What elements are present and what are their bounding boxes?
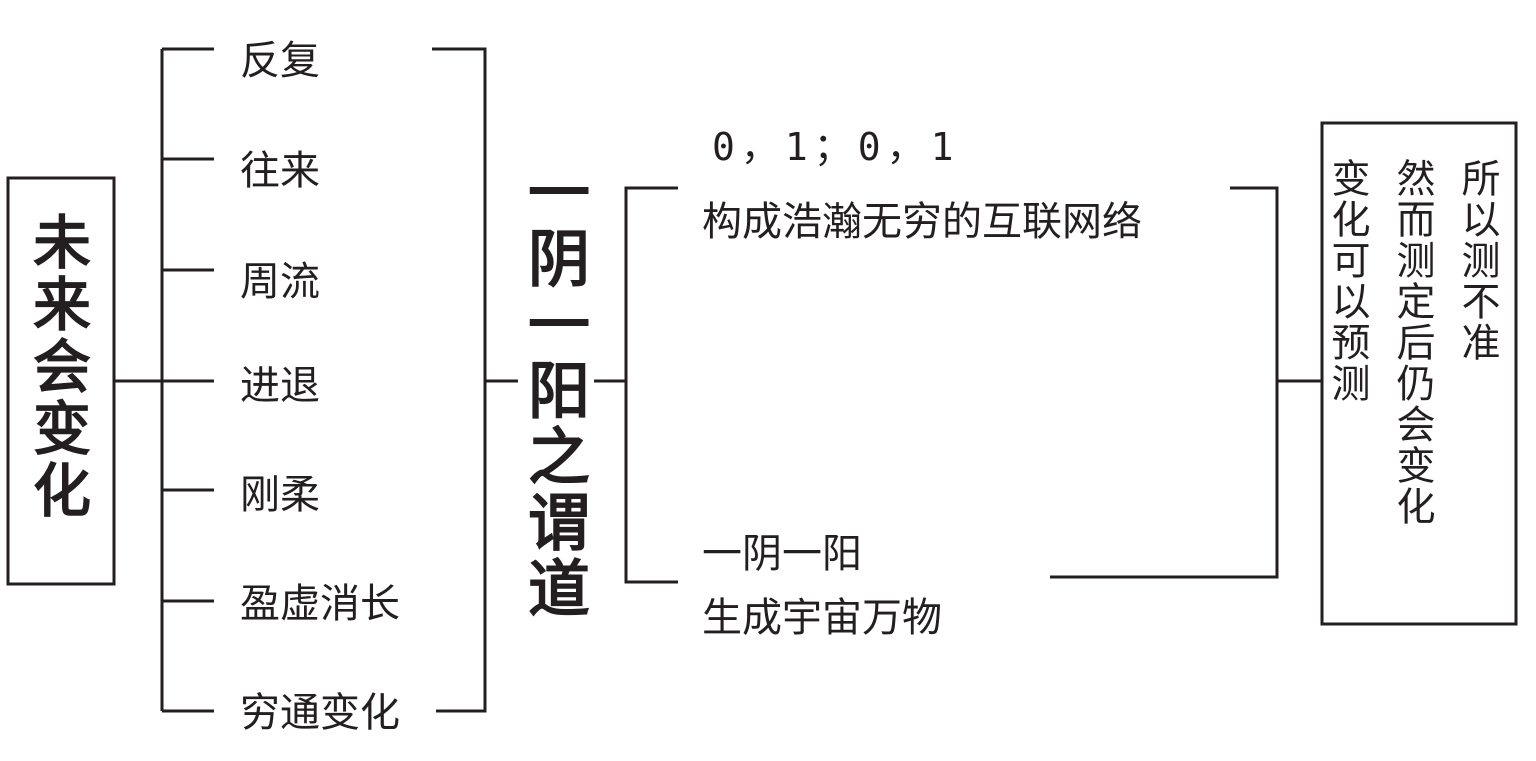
item-fanfu: 反复 — [240, 38, 320, 84]
items-right-bracket — [432, 47, 487, 713]
right-box-column-3: 变化可以预测 — [1325, 158, 1370, 404]
branch-right-bracket — [1050, 186, 1279, 579]
item-gangrou: 刚柔 — [240, 472, 320, 518]
item-zhouliu: 周流 — [240, 259, 320, 305]
item-yingxu-xiaozhang: 盈虚消长 — [240, 581, 400, 627]
network-label: 构成浩瀚无穷的互联网络 — [702, 199, 1142, 245]
item-qiongtong-bianhua: 穷通变化 — [240, 690, 400, 736]
branch-left-bracket — [624, 186, 678, 584]
right-conclusion-box — [1320, 121, 1518, 626]
item-jintui: 进退 — [240, 363, 320, 409]
yin-yang-line-1: 一阴一阳 — [702, 531, 862, 577]
binary-label: 0，1；0，1 — [712, 125, 960, 169]
right-box-column-2: 然而测定后仍会变化 — [1390, 158, 1435, 527]
right-box-column-1: 所以测不准 — [1455, 158, 1500, 363]
center-title: 一阴一阳之谓道 — [517, 160, 590, 622]
yin-yang-line-2: 生成宇宙万物 — [702, 595, 942, 641]
item-wanglai: 往来 — [240, 148, 320, 194]
left-title: 未来会变化 — [23, 212, 91, 522]
